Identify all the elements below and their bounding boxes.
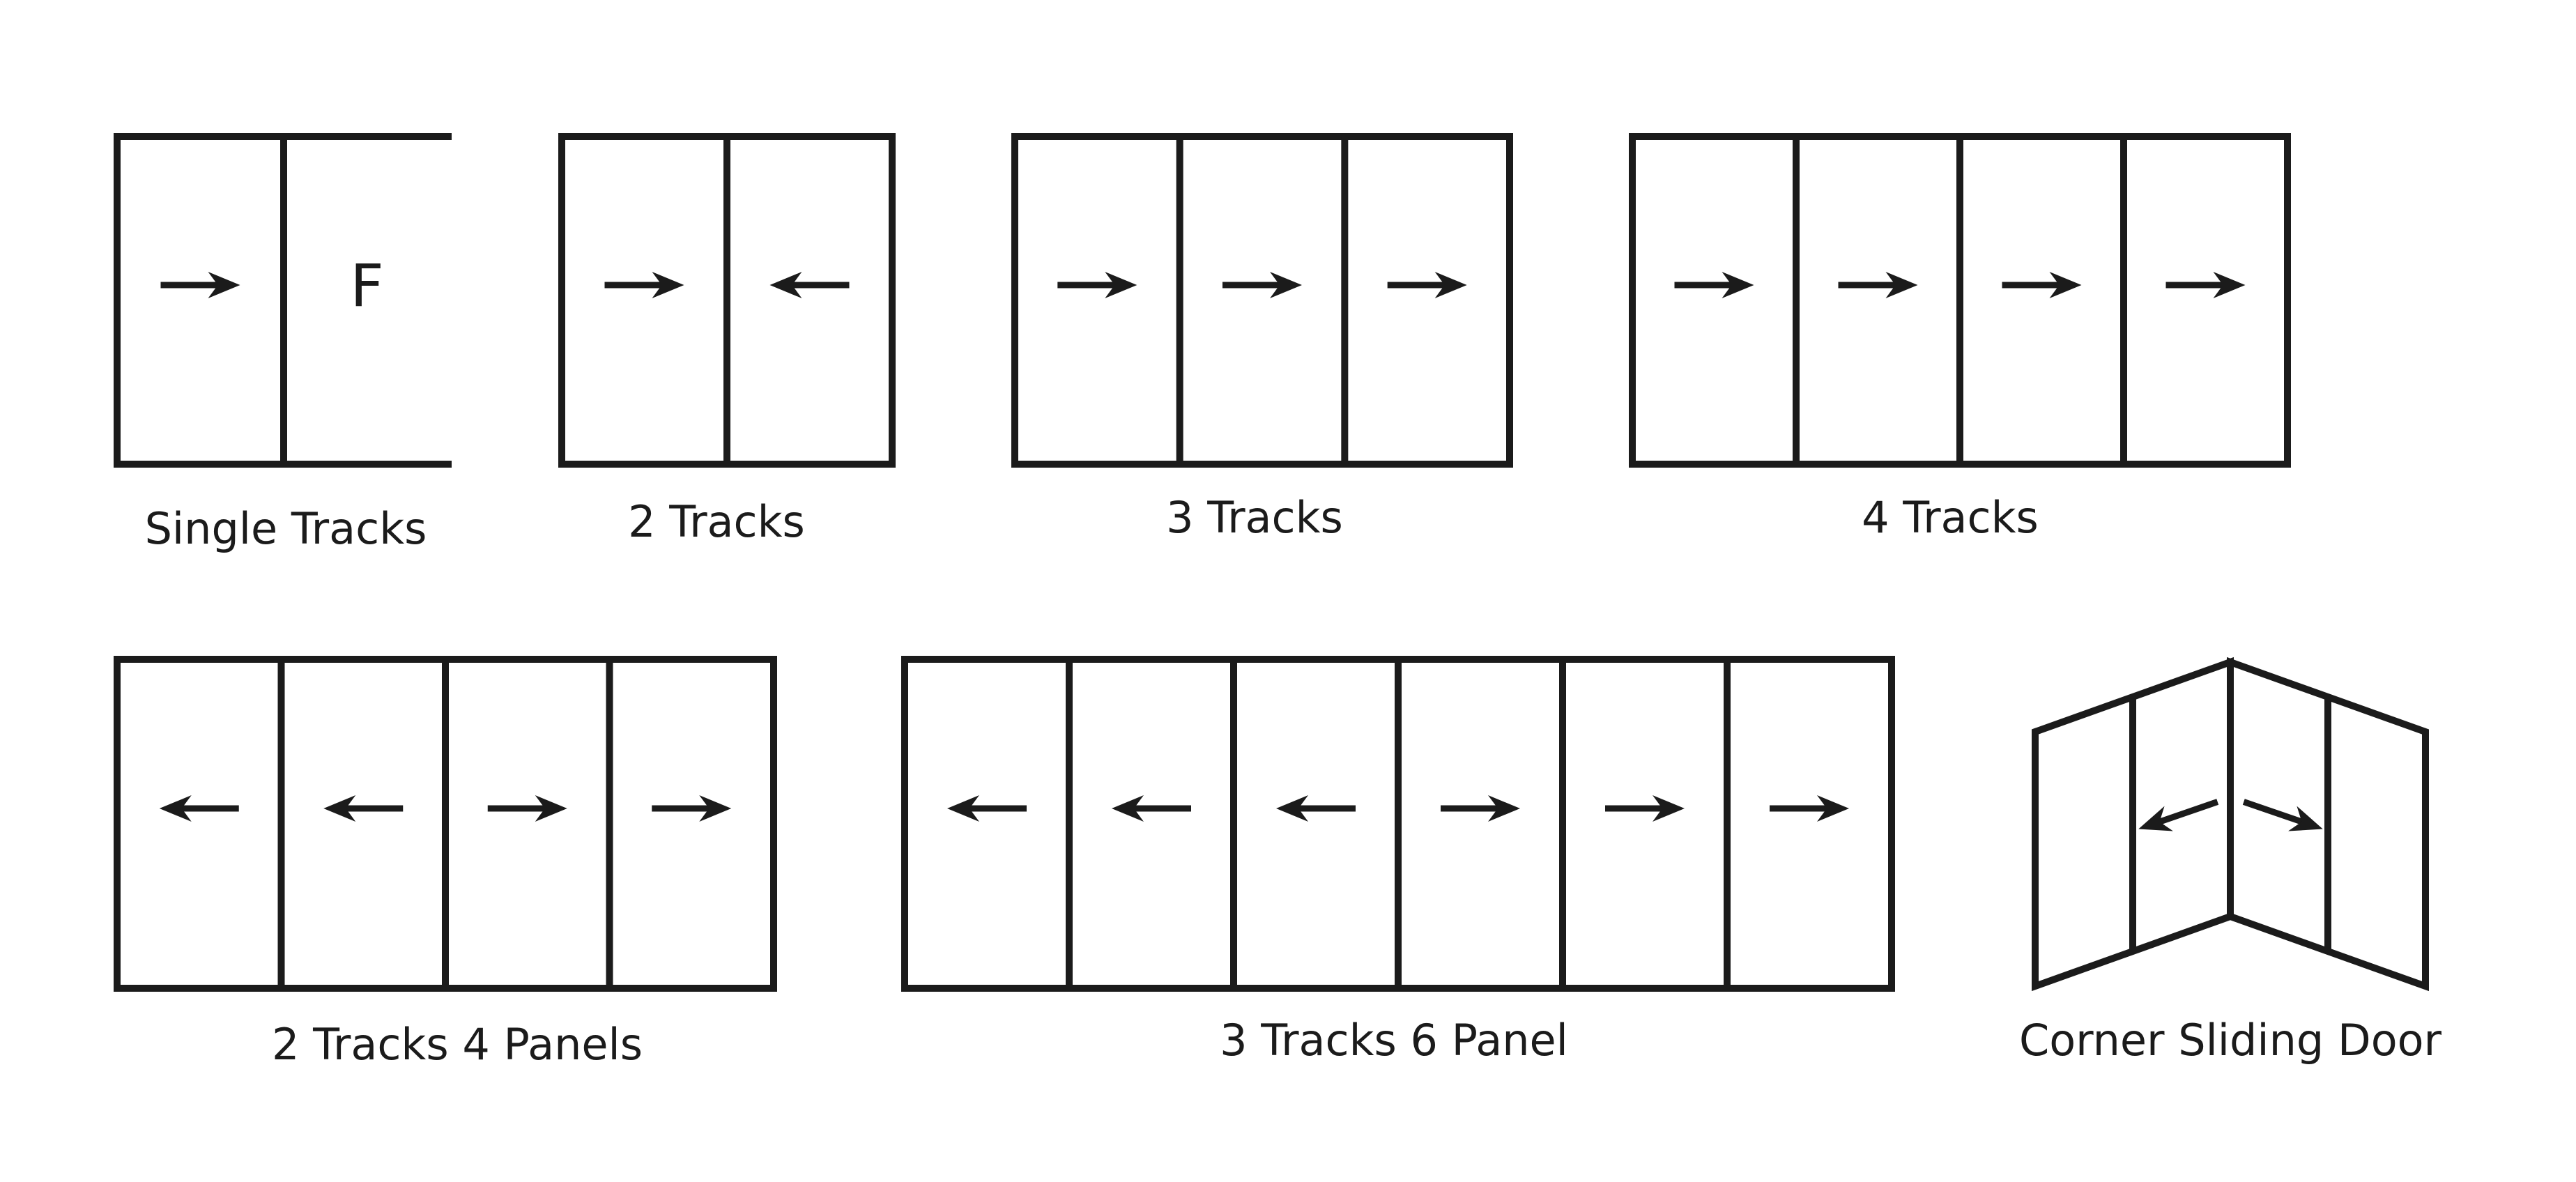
arrow-right-icon <box>1387 272 1467 298</box>
arrow-right-icon <box>1770 795 1849 822</box>
label-3-tracks-6-panel: 3 Tracks 6 Panel <box>1220 1015 1568 1066</box>
arrow-right-icon <box>2002 272 2082 298</box>
fixed-panel-mark: F <box>350 252 383 320</box>
arrow-right-icon <box>487 795 567 822</box>
arrow-right-icon <box>604 272 684 298</box>
frame-3-tracks <box>1011 133 1513 468</box>
arrow-right-icon <box>1605 795 1685 822</box>
arrow-left-icon <box>769 272 850 298</box>
label-3-tracks: 3 Tracks <box>1166 492 1343 543</box>
arrow-right-icon <box>652 795 732 822</box>
arrow-right-icon <box>1057 272 1137 298</box>
label-4-tracks: 4 Tracks <box>1862 492 2039 543</box>
corner-right-frame <box>2227 657 2429 992</box>
arrow-right-icon <box>2165 272 2246 298</box>
label-2-tracks-4-panels: 2 Tracks 4 Panels <box>271 1019 643 1070</box>
arrow-left-icon <box>1112 795 1191 822</box>
arrow-right-icon <box>1838 272 1918 298</box>
label-corner-sliding-door: Corner Sliding Door <box>2018 1015 2442 1066</box>
arrow-right-icon <box>1222 272 1302 298</box>
arrow-left-icon <box>947 795 1027 822</box>
arrow-left-icon <box>1276 795 1356 822</box>
arrow-left-icon <box>159 795 239 822</box>
label-2-tracks: 2 Tracks <box>628 496 805 547</box>
arrow-left-icon <box>2138 799 2219 831</box>
arrow-right-icon <box>1441 795 1520 822</box>
arrow-right-icon <box>160 272 240 298</box>
arrow-right-icon <box>1674 272 1754 298</box>
label-single-tracks: Single Tracks <box>144 503 427 554</box>
arrow-right-icon <box>2242 799 2323 831</box>
arrow-left-icon <box>323 795 404 822</box>
